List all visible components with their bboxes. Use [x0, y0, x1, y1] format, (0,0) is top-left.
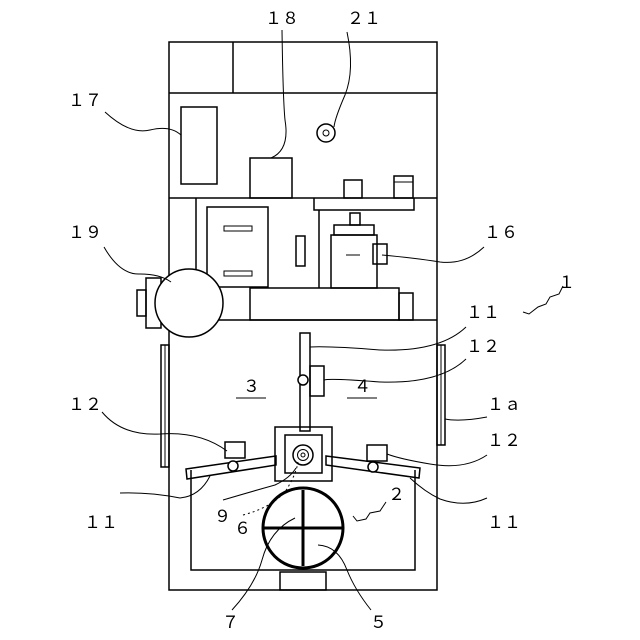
right-arm-11	[326, 445, 420, 478]
label-17: １７	[68, 91, 102, 111]
label-5: ５	[370, 613, 387, 633]
label-6: ６	[234, 519, 251, 539]
component-19	[137, 269, 223, 337]
label-12-left: １２	[68, 395, 102, 415]
bottom-foot	[280, 572, 326, 590]
side-rails	[161, 345, 445, 467]
label-21: ２１	[347, 9, 381, 29]
base-plate	[250, 288, 413, 320]
center-holder	[275, 427, 332, 481]
label-16: １６	[484, 223, 518, 243]
control-panel	[207, 207, 268, 287]
component-18	[250, 158, 292, 198]
label-9: ９	[214, 507, 231, 527]
top-clamp-12	[298, 366, 324, 396]
target-circle-5	[263, 488, 343, 568]
tray-shelf	[314, 198, 414, 288]
label-12-top: １２	[466, 337, 500, 357]
slot-indicator	[296, 236, 305, 266]
label-11-left: １１	[84, 513, 118, 533]
label-3: ３	[243, 377, 260, 397]
top-small-box-b	[394, 176, 413, 198]
label-7: ７	[222, 613, 239, 633]
motor-unit	[331, 213, 387, 288]
label-4: ４	[354, 377, 371, 397]
label-19: １９	[68, 223, 102, 243]
reference-labels: １８ ２１ １７ １９ １６ １ １１ １２ ３ ４ １２ １ａ １２ １１ １…	[68, 9, 575, 633]
label-11-top: １１	[466, 303, 500, 323]
label-12-right: １２	[487, 431, 521, 451]
label-1a: １ａ	[487, 395, 521, 415]
label-2: ２	[388, 485, 405, 505]
top-small-box-a	[344, 180, 362, 198]
component-17	[181, 107, 217, 184]
left-arm-11	[186, 442, 276, 479]
label-11-right: １１	[487, 513, 521, 533]
label-1: １	[558, 273, 575, 293]
label-18: １８	[265, 9, 299, 29]
component-21	[317, 124, 335, 142]
